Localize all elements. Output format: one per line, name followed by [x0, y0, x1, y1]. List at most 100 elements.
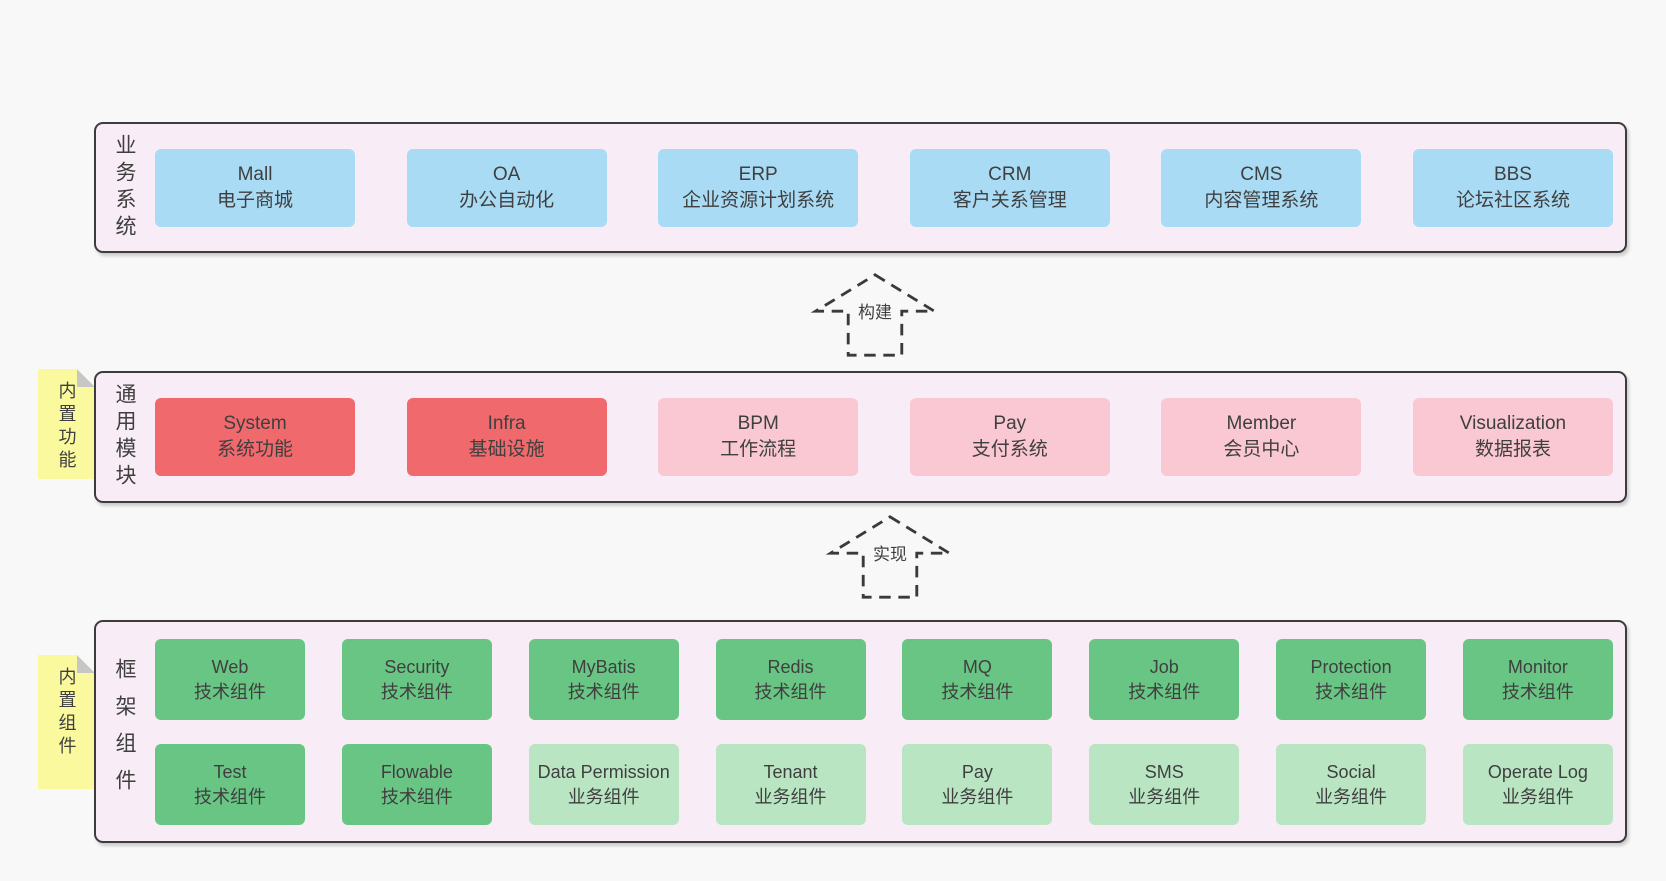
box-bpm: BPM 工作流程: [658, 398, 859, 476]
box-title: Pay: [961, 761, 993, 782]
layer-framework-components: 框架组件 Web 技术组件 Security 技术组件 MyBatis 技术组件…: [94, 620, 1627, 843]
box-subtitle: 业务组件: [1315, 786, 1388, 807]
box-title: Protection: [1310, 656, 1392, 677]
box-title: System: [223, 413, 287, 434]
framework-box-row-2: Test 技术组件 Flowable 技术组件 Data Permission …: [155, 744, 1613, 825]
box-title: Pay: [993, 413, 1027, 434]
up-block-arrow-icon: [810, 273, 940, 357]
box-oa: OA 办公自动化: [406, 148, 607, 227]
layer-label: 业务系统: [113, 133, 136, 242]
box-system: System 系统功能: [155, 398, 355, 476]
box-subtitle: 业务组件: [754, 786, 827, 807]
box-subtitle: 内容管理系统: [1204, 189, 1319, 211]
box-subtitle: 技术组件: [941, 681, 1014, 702]
box-mq: MQ 技术组件: [902, 639, 1053, 720]
box-erp: ERP 企业资源计划系统: [658, 148, 859, 227]
layer-label: 框架组件: [113, 657, 136, 806]
box-subtitle: 基础设施: [468, 439, 545, 460]
box-title: Redis: [767, 656, 814, 677]
box-title: Operate Log: [1487, 761, 1588, 782]
box-security: Security 技术组件: [341, 639, 492, 720]
box-title: BPM: [737, 413, 779, 434]
box-tenant: Tenant 业务组件: [715, 744, 866, 825]
arrow-build: 构建: [805, 271, 945, 359]
box-redis: Redis 技术组件: [715, 639, 866, 720]
box-title: Job: [1149, 656, 1179, 677]
box-mall: Mall 电子商城: [155, 148, 355, 227]
box-subtitle: 技术组件: [1501, 681, 1574, 702]
sticky-note-builtin-features: 内置功能: [38, 369, 95, 479]
box-subtitle: 工作流程: [720, 439, 797, 460]
box-cms: CMS 内容管理系统: [1161, 148, 1362, 227]
box-sms: SMS 业务组件: [1089, 744, 1240, 825]
box-subtitle: 办公自动化: [459, 189, 555, 211]
box-subtitle: 技术组件: [380, 681, 453, 702]
box-title: CRM: [988, 163, 1032, 185]
box-test: Test 技术组件: [155, 744, 305, 825]
box-subtitle: 业务组件: [941, 786, 1014, 807]
layer-business-systems: 业务系统 Mall 电子商城 OA 办公自动化 ERP 企业资源计划系统 CRM…: [94, 122, 1627, 253]
box-subtitle: 会员中心: [1223, 439, 1300, 460]
box-subtitle: 技术组件: [1315, 681, 1388, 702]
box-subtitle: 技术组件: [567, 681, 640, 702]
box-data-permission: Data Permission 业务组件: [528, 744, 679, 825]
box-subtitle: 技术组件: [1128, 681, 1201, 702]
box-member: Member 会员中心: [1161, 398, 1362, 476]
box-title: Infra: [487, 413, 526, 434]
box-pay-system: Pay 支付系统: [909, 398, 1110, 476]
box-subtitle: 业务组件: [1501, 786, 1574, 807]
box-subtitle: 业务组件: [567, 786, 640, 807]
box-title: Tenant: [763, 761, 818, 782]
box-title: OA: [492, 163, 521, 185]
box-subtitle: 技术组件: [194, 786, 266, 807]
box-web: Web 技术组件: [155, 639, 305, 720]
box-pay-component: Pay 业务组件: [902, 744, 1053, 825]
box-monitor: Monitor 技术组件: [1462, 639, 1613, 720]
box-social: Social 业务组件: [1276, 744, 1427, 825]
box-job: Job 技术组件: [1089, 639, 1240, 720]
arrow-label: 实现: [870, 539, 910, 566]
common-box-row: System 系统功能 Infra 基础设施 BPM 工作流程 Pay 支付系统…: [155, 398, 1613, 476]
layer-label: 通用模块: [113, 383, 136, 491]
box-subtitle: 技术组件: [754, 681, 827, 702]
box-title: Visualization: [1459, 413, 1567, 434]
box-visualization: Visualization 数据报表: [1412, 398, 1613, 476]
box-crm: CRM 客户关系管理: [909, 148, 1110, 227]
arrow-implement: 实现: [820, 513, 960, 601]
box-title: Member: [1226, 413, 1297, 434]
box-title: SMS: [1144, 761, 1184, 782]
box-title: Web: [211, 656, 249, 677]
box-flowable: Flowable 技术组件: [341, 744, 492, 825]
box-subtitle: 技术组件: [380, 786, 453, 807]
box-subtitle: 数据报表: [1474, 439, 1551, 460]
arrow-label: 构建: [855, 297, 895, 324]
box-title: Test: [213, 761, 247, 782]
box-subtitle: 客户关系管理: [952, 189, 1067, 211]
up-block-arrow-icon: [825, 515, 955, 599]
sticky-note-label: 内置功能: [56, 381, 77, 473]
sticky-note-label: 内置组件: [56, 667, 77, 759]
box-title: Flowable: [380, 761, 453, 782]
sticky-note-builtin-components: 内置组件: [38, 655, 95, 789]
framework-box-row-1: Web 技术组件 Security 技术组件 MyBatis 技术组件 Redi…: [155, 639, 1613, 720]
box-mybatis: MyBatis 技术组件: [528, 639, 679, 720]
box-subtitle: 系统功能: [216, 439, 293, 460]
layer-common-modules: 通用模块 System 系统功能 Infra 基础设施 BPM 工作流程 Pay…: [94, 371, 1627, 503]
box-title: MQ: [962, 656, 992, 677]
box-subtitle: 电子商城: [216, 189, 293, 211]
box-title: Mall: [237, 163, 273, 185]
box-title: MyBatis: [571, 656, 636, 677]
box-infra: Infra 基础设施: [406, 398, 607, 476]
business-box-row: Mall 电子商城 OA 办公自动化 ERP 企业资源计划系统 CRM 客户关系…: [155, 148, 1613, 227]
box-title: Security: [384, 656, 450, 677]
box-subtitle: 企业资源计划系统: [682, 189, 835, 211]
box-title: Data Permission: [537, 761, 670, 782]
box-subtitle: 技术组件: [194, 681, 266, 702]
box-subtitle: 业务组件: [1128, 786, 1201, 807]
box-title: BBS: [1493, 163, 1532, 185]
box-subtitle: 论坛社区系统: [1455, 189, 1570, 211]
box-protection: Protection 技术组件: [1276, 639, 1427, 720]
box-title: ERP: [738, 163, 778, 185]
box-subtitle: 支付系统: [971, 439, 1048, 460]
